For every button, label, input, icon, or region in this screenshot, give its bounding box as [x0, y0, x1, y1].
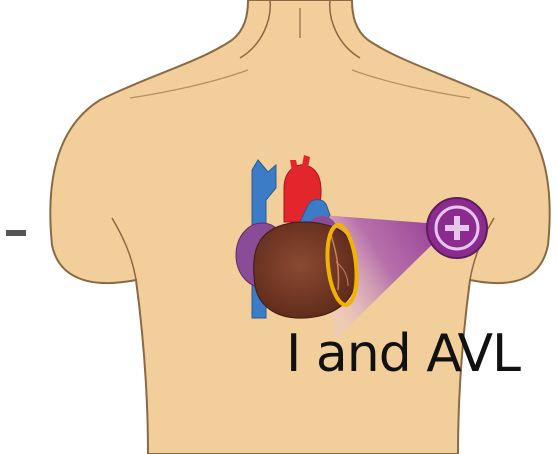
lead-label: I and AVL	[286, 324, 520, 384]
plus-icon-vertical	[454, 216, 460, 240]
negative-electrode-mark	[6, 230, 26, 236]
